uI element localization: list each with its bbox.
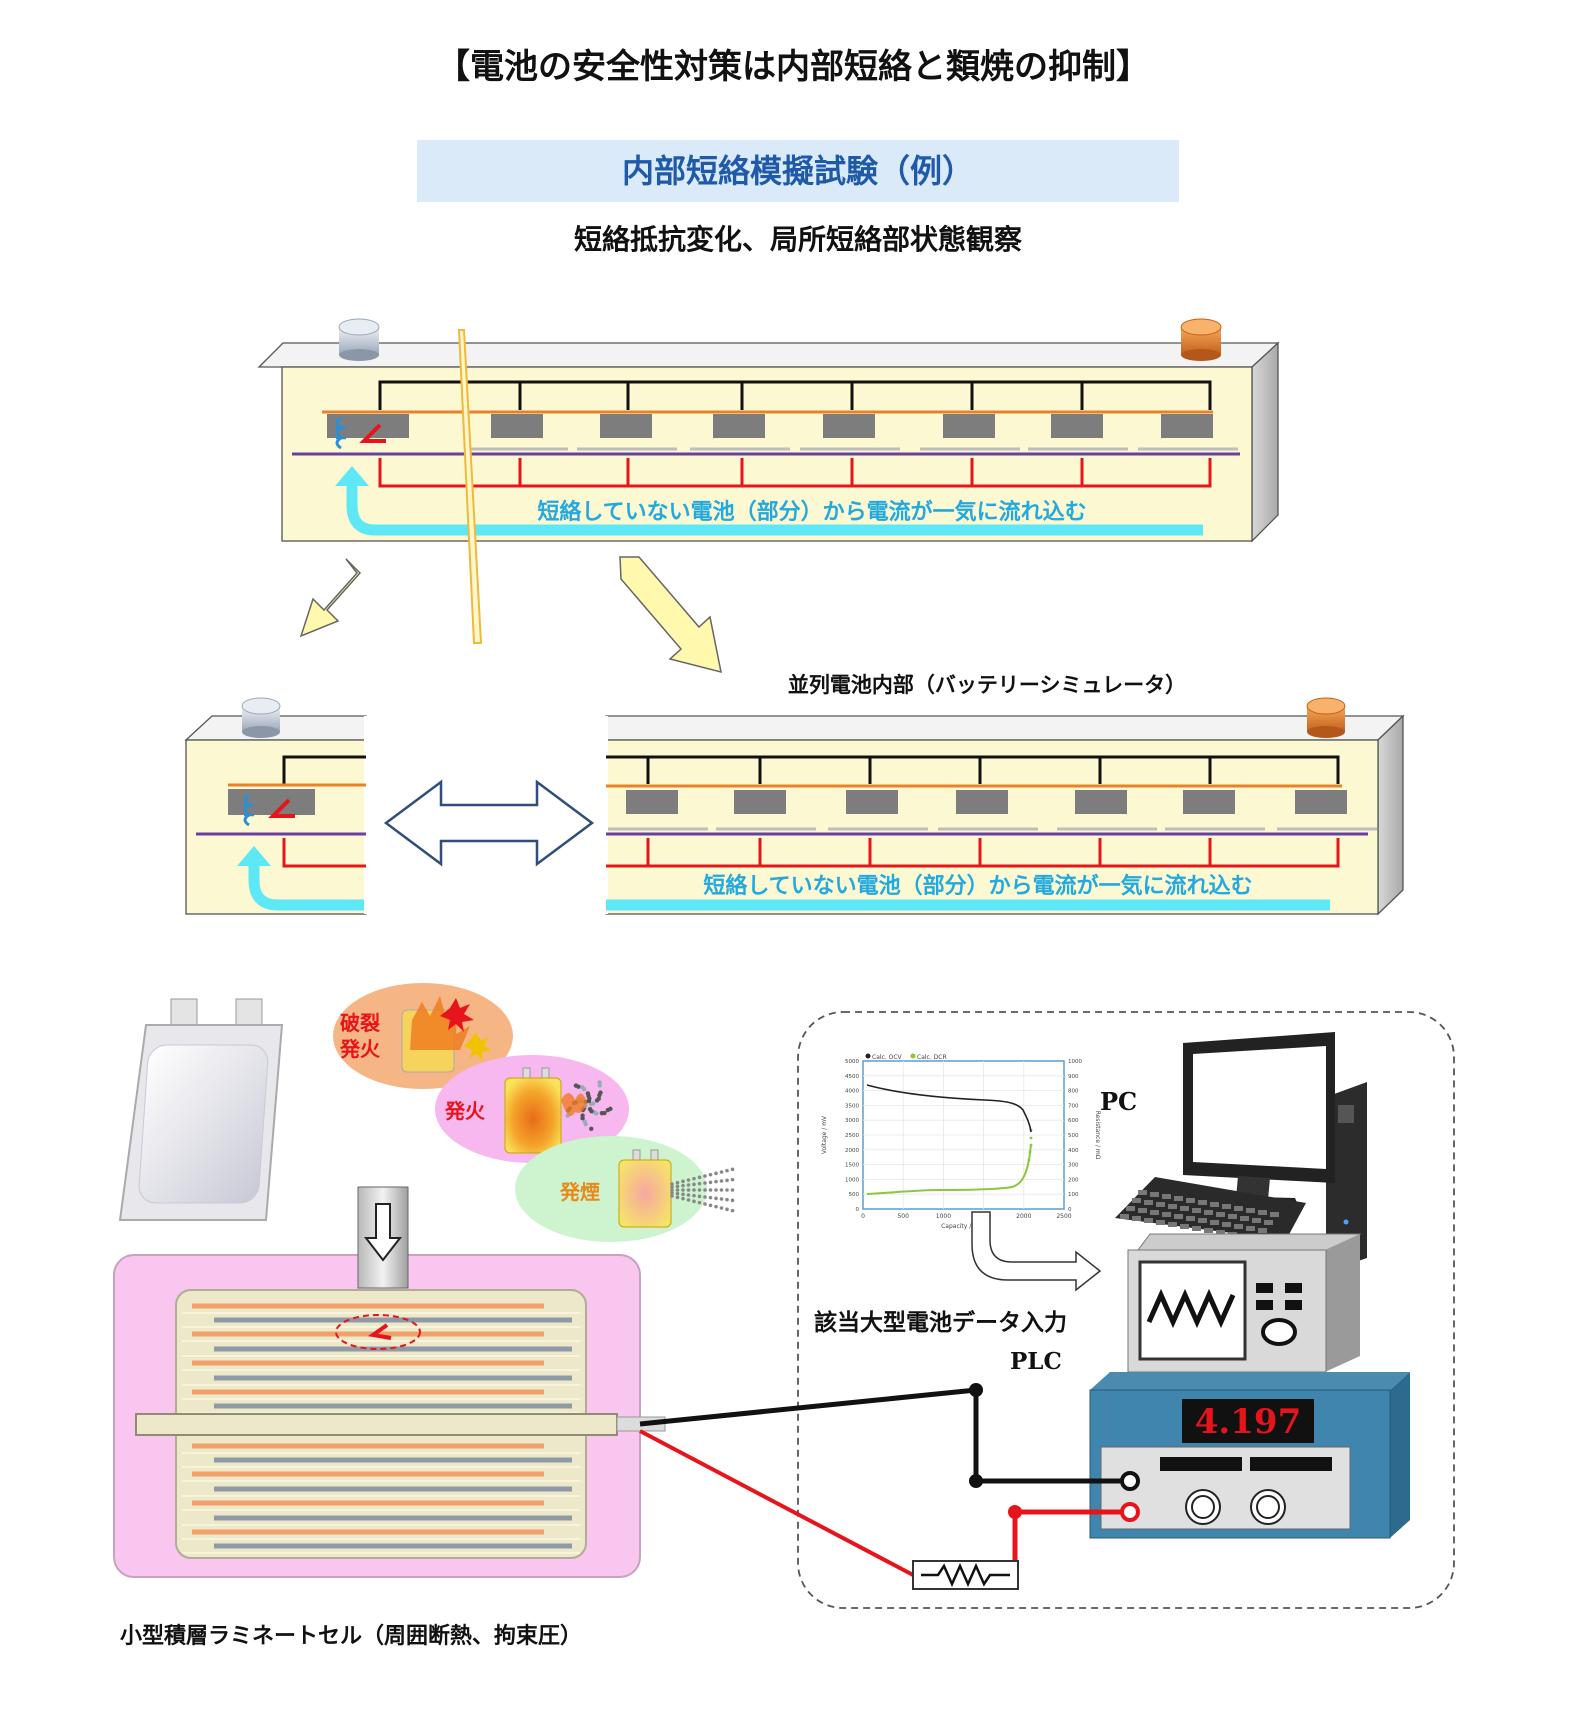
- negative-terminal-lower: [241, 697, 281, 738]
- cell-block: [713, 414, 765, 438]
- cell-block: [1051, 414, 1103, 438]
- graph-legend-dcr: Calc. DCR: [917, 1054, 947, 1061]
- graph-y-tick-right: 800: [1068, 1089, 1079, 1095]
- cell-row: [327, 414, 1238, 451]
- cell-block: [1161, 414, 1213, 438]
- data-input-arrow: [971, 1211, 1102, 1292]
- graph-y-tick-right: 700: [1068, 1103, 1079, 1109]
- press-direction-icon: [363, 1203, 403, 1262]
- test-banner: [417, 140, 1179, 202]
- plc-label: PLC: [1010, 1348, 1062, 1375]
- pouch-cell-icon: [118, 998, 284, 1221]
- test-subtitle: 短絡抵抗変化、局所短絡部状態観察: [574, 223, 1023, 256]
- graph-y-tick-right: 400: [1068, 1148, 1079, 1154]
- hazard-rupture-fire-label: 破裂発火: [339, 1011, 381, 1061]
- ocv-curve: [866, 1084, 1032, 1133]
- bidirectional-arrow: [383, 779, 595, 867]
- page-title: 【電池の安全性対策は内部短絡と類焼の抑制】: [436, 47, 1150, 87]
- resistor-icon: [921, 1562, 1010, 1588]
- cell-block: [734, 790, 786, 814]
- short-circuit-symbol: [335, 416, 386, 450]
- split-arrow-left: [299, 558, 362, 638]
- graph-xlabel: Capacity / mAh: [941, 1223, 987, 1230]
- graph-y-tick-right: 600: [1068, 1118, 1079, 1124]
- laminate-cell-assembly: [113, 1186, 666, 1578]
- hazard-fire: 発火: [435, 1055, 629, 1163]
- graph-y-tick-right: 900: [1068, 1074, 1079, 1080]
- data-input-label: 該当大型電池データ入力: [814, 1309, 1067, 1336]
- laminate-cell-label: 小型積層ラミネートセル（周囲断熱、拘束圧）: [120, 1623, 582, 1649]
- graph-y-tick-right: 100: [1068, 1192, 1079, 1198]
- graph-y-tick-left: 2500: [845, 1133, 859, 1139]
- graph-x-tick: 500: [897, 1213, 909, 1220]
- simulator-label: 並列電池内部（バッテリーシミュレータ）: [788, 672, 1186, 697]
- battery-pack-short-portion: [184, 697, 368, 915]
- graph-x-tick: 2500: [1056, 1213, 1071, 1220]
- keyboard: [1115, 1177, 1306, 1240]
- split-arrow-right: [619, 556, 722, 674]
- hazard-rupture-fire: 破裂発火: [333, 983, 513, 1089]
- function-generator: [1127, 1233, 1362, 1373]
- current-flow-arrow: [335, 466, 1203, 536]
- graph-y-tick-left: 5000: [845, 1059, 859, 1065]
- cell-block: [1295, 790, 1347, 814]
- graph-y-tick-left: 500: [849, 1192, 860, 1198]
- graph-ylabel-left: Voltage / mV: [821, 1115, 828, 1154]
- waveform-icon: [1146, 1288, 1236, 1329]
- battery-data-graph: 0500100015002000250050004500400035003000…: [821, 1053, 1101, 1230]
- cell-block: [600, 414, 652, 438]
- graph-x-tick: 1000: [936, 1213, 951, 1220]
- graph-y-tick-left: 2000: [845, 1148, 859, 1154]
- graph-ylabel-right: Resistance / mΩ: [1094, 1111, 1101, 1160]
- cell-block: [1075, 790, 1127, 814]
- plc-power-supply: 4.197: [1089, 1372, 1410, 1539]
- cell-block: [823, 414, 875, 438]
- hazard-fire-label: 発火: [444, 1099, 486, 1123]
- graph-y-tick-left: 3500: [845, 1103, 859, 1109]
- current-flow-text-bottom: 短絡していない電池（部分）から電流が一気に流れ込む: [703, 873, 1252, 899]
- negative-terminal: [338, 318, 380, 361]
- cell-block: [626, 790, 678, 814]
- cell-block: [491, 414, 543, 438]
- pc-label: PC: [1100, 1087, 1137, 1116]
- graph-y-tick-left: 4500: [845, 1074, 859, 1080]
- graph-x-tick: 0: [861, 1213, 865, 1220]
- graph-y-tick-left: 3000: [845, 1118, 859, 1124]
- short-circuit-symbol-lower: [243, 793, 295, 827]
- wiring: [639, 1383, 1122, 1590]
- graph-y-tick-right: 0: [1068, 1207, 1072, 1213]
- graph-y-tick-right: 200: [1068, 1177, 1079, 1183]
- current-flow-text-top: 短絡していない電池（部分）から電流が一気に流れ込む: [537, 499, 1086, 525]
- graph-y-tick-left: 1500: [845, 1163, 859, 1169]
- graph-y-tick-left: 1000: [845, 1177, 859, 1183]
- test-banner-text: 内部短絡模擬試験（例）: [622, 152, 974, 190]
- dcr-curve: [866, 1144, 1032, 1195]
- hazard-smoke: 発煙: [515, 1136, 735, 1242]
- display-readout: 4.197: [1195, 1402, 1301, 1442]
- battery-pack-top: 短絡していない電池（部分）から電流が一気に流れ込む: [257, 318, 1280, 543]
- graph-y-tick-right: 300: [1068, 1163, 1079, 1169]
- graph-legend-ocv: Calc. OCV: [872, 1054, 903, 1061]
- hazard-smoke-label: 発煙: [559, 1180, 600, 1204]
- cell-row-simulator: [608, 790, 1377, 831]
- simulator-system-frame: [797, 1011, 1455, 1609]
- cell-block: [956, 790, 1008, 814]
- cell-block: [943, 414, 995, 438]
- graph-y-tick-left: 0: [856, 1207, 860, 1213]
- positive-terminal-lower: [1306, 697, 1346, 738]
- terminal-black: [1120, 1471, 1140, 1491]
- graph-x-tick: 2000: [1016, 1213, 1031, 1220]
- cell-block: [1183, 790, 1235, 814]
- nail-probe: [457, 329, 483, 644]
- graph-y-tick-left: 4000: [845, 1089, 859, 1095]
- graph-y-tick-right: 1000: [1068, 1059, 1082, 1065]
- cell-block: [846, 790, 898, 814]
- graph-y-tick-right: 500: [1068, 1133, 1079, 1139]
- battery-pack-simulator: 短絡していない電池（部分）から電流が一気に流れ込む: [604, 697, 1405, 916]
- terminal-red: [1120, 1502, 1140, 1522]
- positive-terminal: [1180, 318, 1222, 361]
- pc-computer: [1115, 1032, 1367, 1272]
